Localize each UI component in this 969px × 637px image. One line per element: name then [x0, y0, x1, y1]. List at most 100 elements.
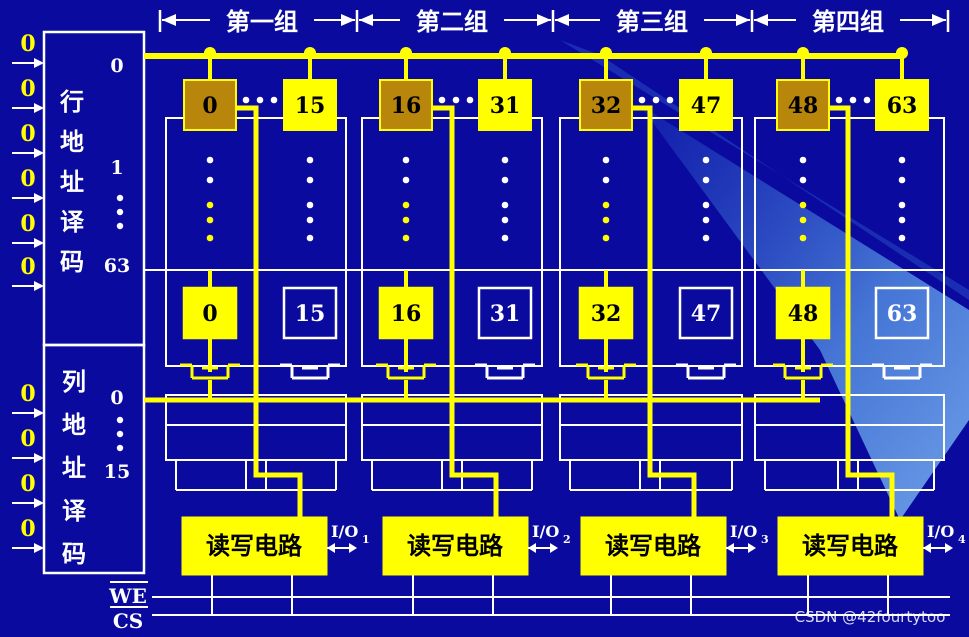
memory-cell [477, 286, 533, 340]
ellipsis-dot [501, 234, 509, 242]
cell-column-frame [451, 117, 543, 367]
ellipsis-dot [849, 96, 857, 104]
ellipsis-dot [602, 201, 610, 209]
address-input-bit: 0 [20, 516, 35, 542]
ellipsis-dot [638, 96, 646, 104]
group-label: 第三组 [616, 7, 688, 36]
ellipsis-dot [116, 444, 124, 452]
col-decoder-line-label: 15 [104, 461, 130, 483]
cell-label: 47 [691, 93, 722, 119]
selected-cell [776, 79, 830, 131]
memory-cell [678, 286, 734, 340]
address-input-bit: 0 [20, 471, 35, 497]
address-input-bit: 0 [20, 254, 35, 280]
read-write-circuit-label: 读写电路 [407, 531, 504, 560]
ellipsis-dot [402, 176, 410, 184]
cell-label: 31 [490, 301, 521, 327]
ellipsis-dot [702, 216, 710, 224]
arrow-right-icon [34, 543, 44, 553]
bit-line-frame [361, 394, 453, 461]
ellipsis-dot [501, 201, 509, 209]
col-decoder-char: 地 [62, 410, 86, 439]
ellipsis-dot [501, 156, 509, 164]
memory-cell [182, 286, 238, 340]
arrow-left-icon [754, 14, 768, 26]
memory-cell [478, 79, 532, 131]
group-label: 第二组 [416, 7, 488, 36]
arrow-right-icon [34, 238, 44, 248]
ellipsis-dot [799, 201, 807, 209]
cell-label: 15 [295, 93, 326, 119]
address-input-bit: 0 [20, 426, 35, 452]
io-label-sub: 2 [563, 533, 571, 546]
selected-bit-line-path [632, 105, 697, 520]
ellipsis-dot [898, 216, 906, 224]
junction-dot [700, 47, 712, 59]
row-decoder-char: 行 [59, 87, 84, 116]
arrow-left-icon [359, 14, 373, 26]
arrow-right-icon [34, 148, 44, 158]
group-label: 第一组 [226, 7, 298, 36]
memory-cell [578, 286, 634, 340]
ellipsis-dot [863, 96, 871, 104]
memory-cell [679, 79, 733, 131]
junction-dot [896, 47, 908, 59]
ellipsis-dot [116, 194, 124, 202]
row-decoder-char: 址 [60, 167, 84, 196]
row-decoder-char: 地 [60, 127, 84, 156]
read-write-circuit-label: 读写电路 [802, 531, 899, 560]
arrow-right-icon [550, 543, 558, 553]
cell-label: 63 [887, 301, 918, 327]
cell-label: 48 [788, 301, 819, 327]
arrow-left-icon [555, 14, 569, 26]
arrow-right-icon [349, 543, 357, 553]
address-input-bit: 0 [20, 31, 35, 57]
ellipsis-dot [206, 201, 214, 209]
selected-path-bus [144, 47, 908, 520]
read-write-circuit-box [777, 516, 924, 576]
ellipsis-dot [652, 96, 660, 104]
memory-cell [775, 286, 831, 340]
read-write-circuit-box [580, 516, 727, 576]
col-decoder-char: 址 [62, 453, 86, 482]
read-write-circuit-label: 读写电路 [605, 531, 702, 560]
ellipsis-dot [602, 216, 610, 224]
ellipsis-dot [602, 234, 610, 242]
selected-cell [579, 79, 633, 131]
arrow-right-icon [34, 408, 44, 418]
ellipsis-dot [306, 176, 314, 184]
col-decoder-char: 码 [62, 539, 86, 568]
col-decoder-char: 译 [62, 496, 87, 525]
ellipsis-dot [402, 201, 410, 209]
cs-signal-label: CS [113, 609, 143, 633]
col-decoder-char: 列 [62, 367, 86, 396]
arrow-right-icon [34, 103, 44, 113]
cell-label: 16 [391, 93, 422, 119]
ellipsis-dot [835, 96, 843, 104]
ellipsis-dot [452, 96, 460, 104]
io-label-base: I/O [532, 522, 559, 541]
read-write-circuit-label: 读写电路 [206, 531, 303, 560]
cell-label: 63 [887, 93, 918, 119]
ellipsis-dot [799, 156, 807, 164]
ellipsis-dot [256, 96, 264, 104]
ellipsis-dot [898, 156, 906, 164]
selected-bit-line-path [829, 105, 895, 520]
ellipsis-dot [242, 96, 250, 104]
bit-line-frame [754, 394, 849, 461]
selected-cell [379, 79, 433, 131]
ellipsis-dot [116, 416, 124, 424]
cell-column-frame [255, 117, 347, 367]
ellipsis-dot [402, 156, 410, 164]
ellipsis-dot [666, 96, 674, 104]
ellipsis-dot [438, 96, 446, 104]
junction-dot [400, 47, 412, 59]
col-decoder-lines: 015 [104, 387, 130, 483]
ellipsis-dot [270, 96, 278, 104]
arrow-right-icon [945, 543, 953, 553]
memory-cell [282, 286, 338, 340]
address-input-bit: 0 [20, 76, 35, 102]
